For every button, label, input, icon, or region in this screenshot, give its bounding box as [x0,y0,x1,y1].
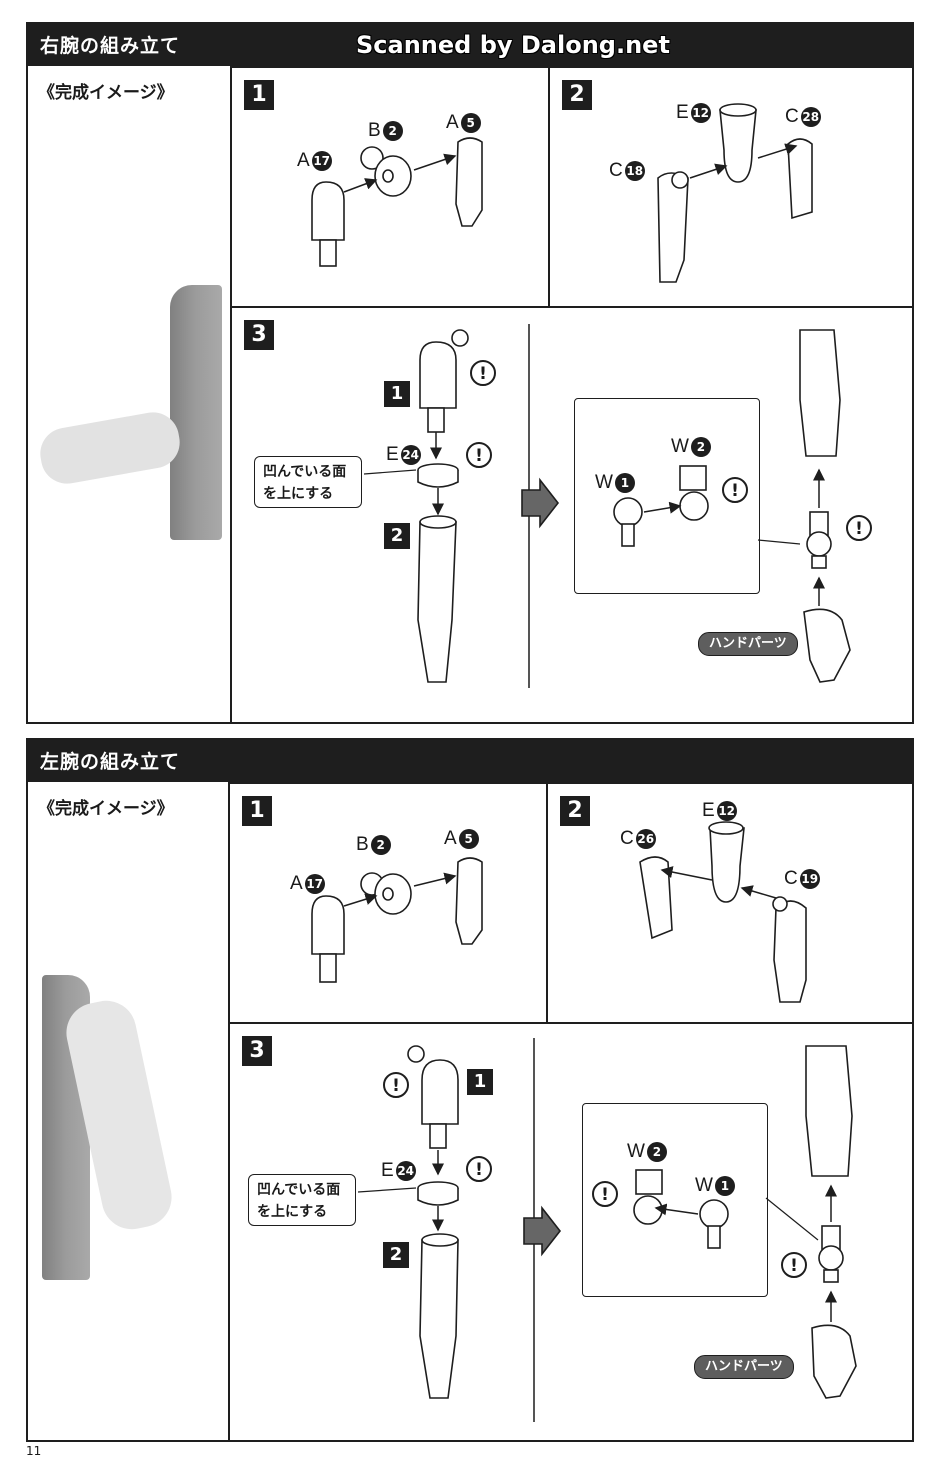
caution-icon: ! [466,1156,492,1182]
ring-part-icon [417,463,459,488]
forearm-finished-icon [805,1045,853,1177]
wrist-assembly-icon [818,1225,844,1283]
step-number: 2 [560,796,590,826]
ring-part-icon [417,1181,459,1206]
ball-joint-part-icon [360,146,412,197]
upper-arm-part-icon [311,895,345,983]
section-header-left-arm: 左腕の組み立て [26,738,914,780]
image-label: 《完成イメージ》 [38,83,174,103]
forearm-assembly-icon [417,515,457,683]
caution-icon: ! [383,1072,409,1098]
wrist-ball-part-icon [613,497,643,547]
elbow-frame-part-icon [787,138,813,220]
caution-icon: ! [722,477,748,503]
forearm-part-icon [657,171,689,283]
completed-figure-image [170,285,222,540]
upper-arm-part-icon [311,181,345,267]
wrist-socket-part-icon [679,465,709,521]
step3-cell [228,1022,914,1442]
sub-step-number: 2 [384,523,410,549]
instruction-note: 凹んでいる面を上にする [248,1174,356,1226]
sub-step-number: 2 [383,1242,409,1268]
hand-parts-badge: ハンドパーツ [694,1355,794,1379]
sub-step-number: 1 [384,381,410,407]
caution-icon: ! [592,1181,618,1207]
elbow-joint-part-icon [719,103,757,183]
next-arrow-icon [523,1205,562,1257]
image-label: 《完成イメージ》 [38,799,174,819]
upper-arm-assembly-icon [407,1045,459,1149]
section-title: 左腕の組み立て [40,751,181,773]
wrist-socket-part-icon [633,1169,663,1225]
hand-parts-badge: ハンドパーツ [698,632,798,656]
caution-icon: ! [781,1252,807,1278]
sub-step-number: 1 [467,1069,493,1095]
step3-cell [230,306,914,724]
forearm-finished-icon [799,329,841,457]
shoulder-frame-part-icon [455,137,483,227]
step-number: 2 [562,80,592,110]
step-number: 3 [244,320,274,350]
wrist-ball-part-icon [699,1199,729,1249]
step-number: 1 [242,796,272,826]
elbow-frame-part-icon [639,856,673,940]
caution-icon: ! [846,515,872,541]
upper-arm-assembly-icon [419,329,469,433]
watermark: Scanned by Dalong.net [356,31,670,59]
step-number: 3 [242,1036,272,1066]
shoulder-frame-part-icon [455,857,483,945]
hand-part-icon [803,608,851,683]
wrist-assembly-icon [806,511,832,569]
forearm-assembly-icon [419,1233,459,1399]
page-number: 11 [26,1444,42,1458]
forearm-part-icon [772,896,807,1003]
step-number: 1 [244,80,274,110]
caution-icon: ! [470,360,496,386]
hand-part-icon [811,1324,857,1399]
instruction-note: 凹んでいる面を上にする [254,456,362,508]
section-header-right-arm: 右腕の組み立て [26,22,914,64]
next-arrow-icon [521,477,560,529]
elbow-joint-part-icon [708,821,745,903]
caution-icon: ! [466,442,492,468]
ball-joint-part-icon [360,872,412,915]
section-title: 右腕の組み立て [40,35,181,57]
